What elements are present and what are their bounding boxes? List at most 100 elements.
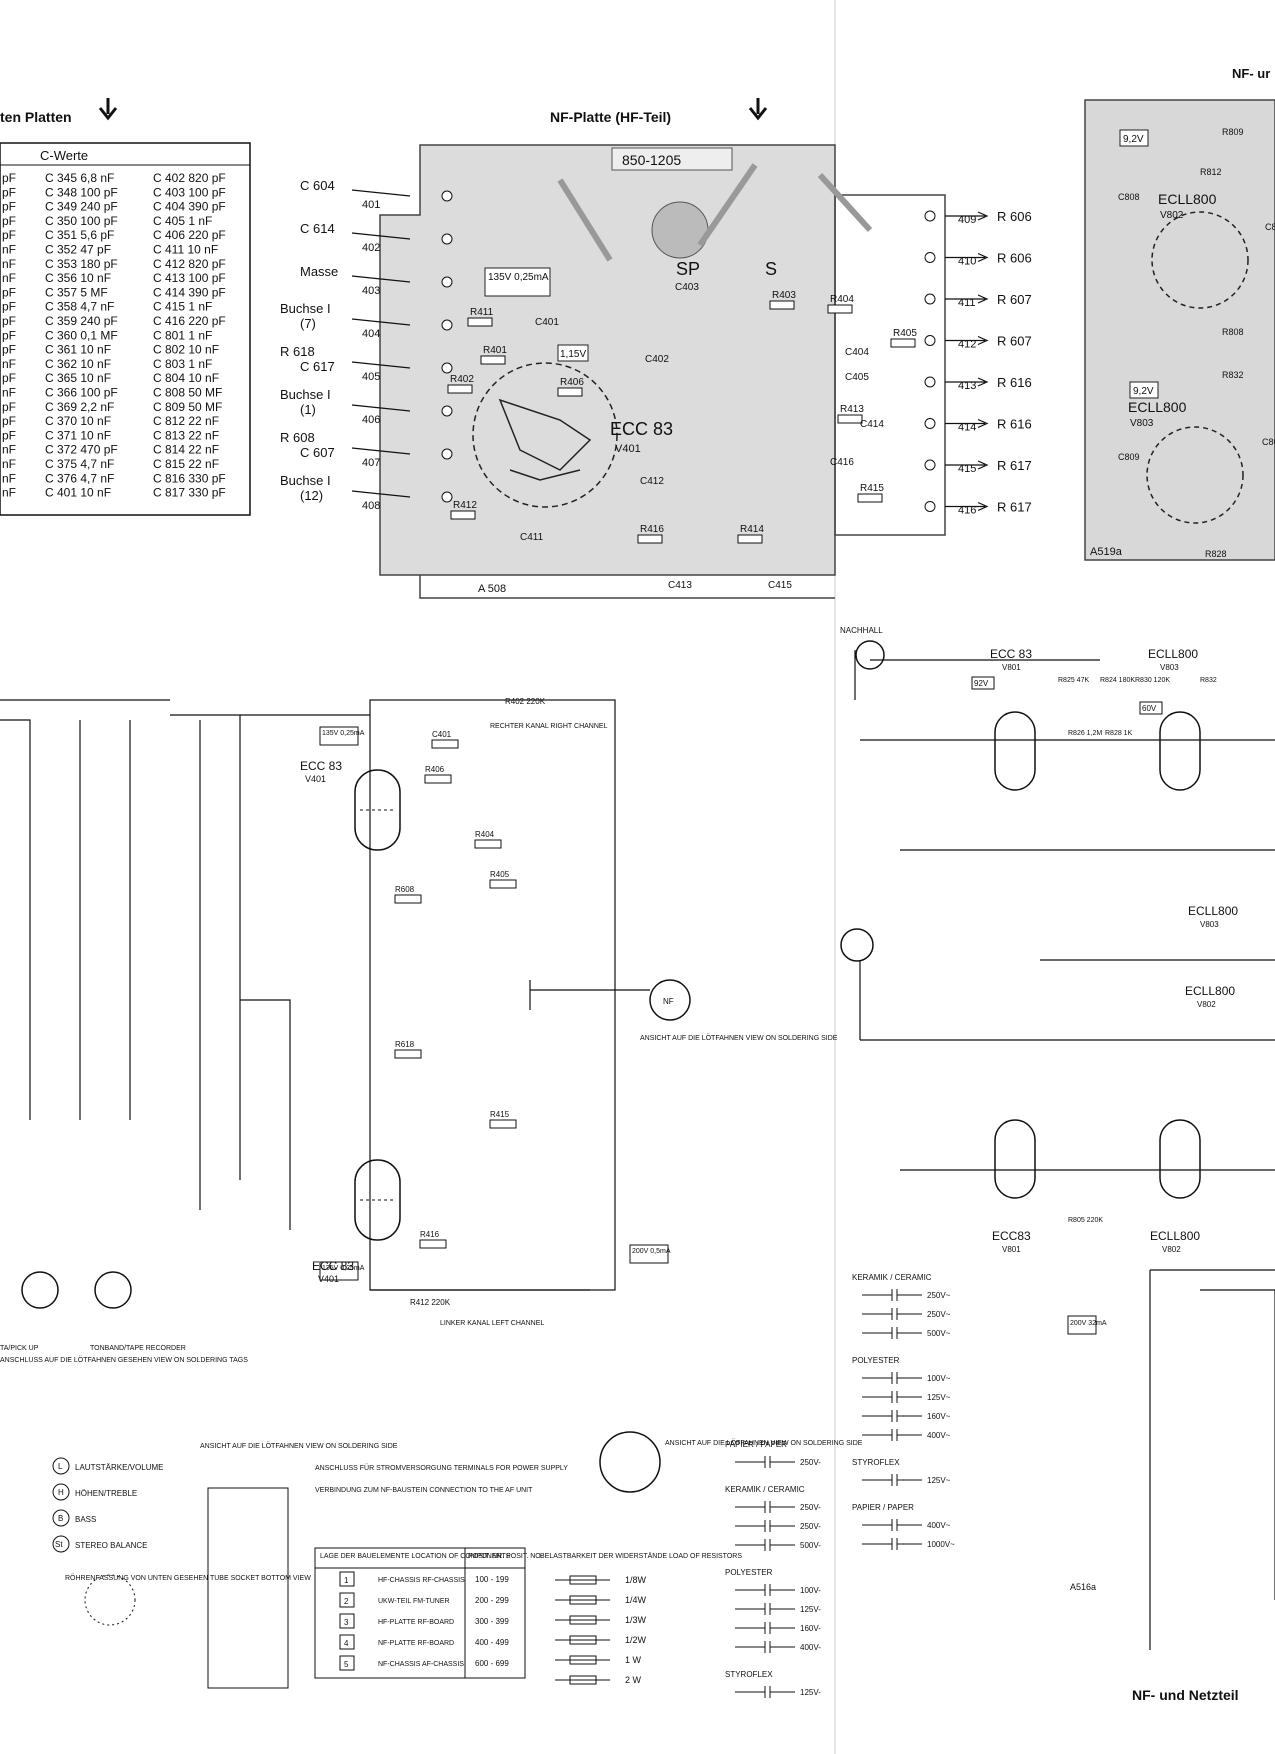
component-label: C401 (432, 730, 452, 739)
r-ecc83b: ECC83 (992, 1229, 1031, 1243)
c-table-entry: C 361 10 nF (45, 343, 111, 357)
board-right-label: R 616 (997, 417, 1032, 432)
header-nf-platte: NF-Platte (HF-Teil) (550, 109, 671, 125)
arrow-down-icon (98, 98, 118, 121)
nachhall-label: NACHHALL (840, 626, 883, 635)
r-ecll3-v: V802 (1197, 1000, 1216, 1009)
legend-label: STEREO BALANCE (75, 1541, 147, 1550)
loc-index: 2 (344, 1597, 349, 1606)
board-right-pin: 412 (958, 339, 976, 351)
cap-voltage: 1000V~ (927, 1540, 955, 1549)
loc-index: 5 (344, 1660, 349, 1669)
c-table-unit: nF (2, 386, 16, 400)
tube-icon (1159, 711, 1201, 791)
res-load-label: 1/8W (625, 1575, 647, 1585)
c-table-entry: C 814 22 nF (153, 443, 219, 457)
board-component-label: C412 (640, 476, 664, 487)
board-right-pin: 409 (958, 214, 976, 226)
r-v92: 92V (974, 679, 989, 688)
board-component-label: R402 (450, 374, 474, 385)
c-table-entry: C 352 47 pF (45, 243, 111, 257)
connector-icon (840, 928, 874, 962)
c-table-col2: C 345 6,8 nFC 348 100 pFC 349 240 pFC 35… (45, 171, 118, 500)
loc-index-box (339, 1655, 355, 1671)
r824: R824 180K (1100, 677, 1135, 684)
solder-pad (441, 319, 453, 331)
loc-index-box (339, 1571, 355, 1587)
cap-voltage: 400V~ (927, 1521, 951, 1530)
c-table-entry: C 813 22 nF (153, 428, 219, 442)
c-table-unit: pF (2, 314, 16, 328)
loc-name: NF-CHASSIS AF-CHASSIS (378, 1661, 464, 1668)
cap-voltage: 500V- (800, 1541, 821, 1550)
solder-pad (441, 405, 453, 417)
solder-pad (924, 376, 936, 388)
verbindung-label: VERBINDUNG ZUM NF-BAUSTEIN CONNECTION TO… (315, 1487, 533, 1494)
loc-index-box (339, 1613, 355, 1629)
capacitor-symbol (735, 1686, 795, 1698)
c-table-entry: C 358 4,7 nF (45, 300, 114, 314)
capacitor-symbol (862, 1327, 922, 1339)
r-ecll4: ECLL800 (1150, 1229, 1200, 1243)
rb-component-label: R828 (1205, 549, 1227, 559)
c-table-entry: C 351 5,6 pF (45, 228, 114, 242)
linker-kanal: LINKER KANAL LEFT CHANNEL (440, 1320, 544, 1327)
rb-volt1: 9,2V (1123, 134, 1144, 145)
c-table-unit: pF (2, 328, 16, 342)
arrow-right-icon (945, 418, 989, 429)
c-table-entry: C 365 10 nF (45, 371, 111, 385)
resistor-symbol (424, 774, 452, 784)
capacitor-symbol (735, 1584, 795, 1596)
r412-label: R412 220K (410, 1298, 451, 1307)
board-left-label: C 614 (300, 221, 335, 236)
c-table-entry: C 375 4,7 nF (45, 457, 114, 471)
r-ecll1-v: V803 (1160, 663, 1179, 672)
res-load-label: 1/4W (625, 1595, 647, 1605)
solder-pad (441, 362, 453, 374)
c-table-entry: C 405 1 nF (153, 214, 212, 228)
component-label: R618 (395, 1040, 415, 1049)
c-table-unit: pF (2, 371, 16, 385)
rb-component-label: R832 (1222, 370, 1244, 380)
tube-icon (1159, 1119, 1201, 1199)
resistor-symbol (450, 510, 476, 520)
component-label: R415 (490, 1110, 510, 1119)
c-table-entry: C 802 10 nF (153, 343, 219, 357)
c-table-entry: C 349 240 pF (45, 200, 118, 214)
loc-index: 1 (344, 1576, 349, 1585)
cap-types-right: KERAMIK / CERAMIC250V~250V~500V~POLYESTE… (852, 1273, 955, 1550)
cap-voltage: 125V~ (927, 1393, 951, 1402)
capacitor-symbol (735, 1622, 795, 1634)
component-label: R405 (490, 870, 510, 879)
board-right-label: R 607 (997, 334, 1032, 349)
component-label: R608 (395, 885, 415, 894)
cap-voltage: 125V- (800, 1688, 821, 1697)
solder-pad (924, 210, 936, 222)
resistor-symbol (489, 879, 517, 889)
leader-line (351, 318, 411, 326)
c-table-entry: C 804 10 nF (153, 371, 219, 385)
c-table-entry: C 359 240 pF (45, 314, 118, 328)
r830: R830 120K (1135, 677, 1170, 684)
ansicht-nf: ANSICHT AUF DIE LÖTFAHNEN VIEW ON SOLDER… (640, 1034, 838, 1042)
capacitor-symbol (862, 1391, 922, 1403)
capacitor-symbol (862, 1474, 922, 1486)
resistor-symbol (394, 1049, 422, 1059)
header-right: NF- ur (1232, 66, 1270, 81)
cap-voltage: 100V- (800, 1586, 821, 1595)
left-schematic: ECC 83 V401 ECC 83 V401 135V 0,25mA 135V… (0, 697, 863, 1689)
solder-pad (441, 276, 453, 288)
rb-component-label: R808 (1222, 327, 1244, 337)
c-table-entry: C 812 22 nF (153, 414, 219, 428)
capacitor-symbol (735, 1520, 795, 1532)
board-left-pin: 408 (362, 500, 380, 512)
board-component-label: C402 (645, 354, 669, 365)
solder-pad (924, 459, 936, 471)
rb-tube2-v: V803 (1130, 418, 1154, 429)
board-left-label-sub: (12) (300, 488, 323, 503)
board-left-label-sub: (1) (300, 402, 316, 417)
